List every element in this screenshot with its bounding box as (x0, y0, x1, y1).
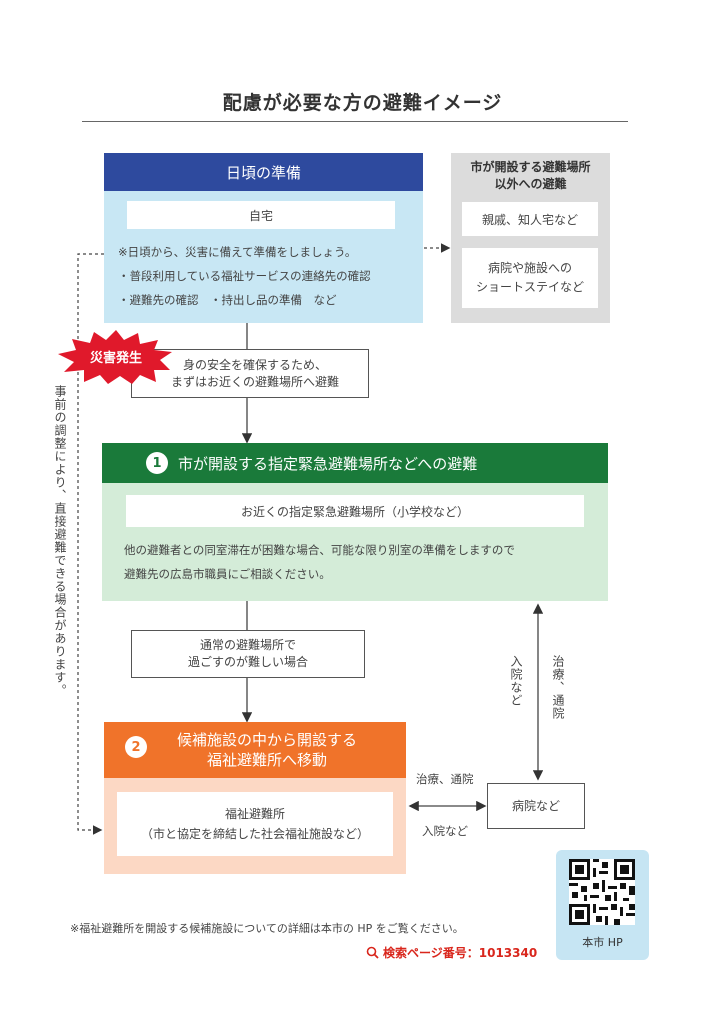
qr-code-icon (569, 859, 635, 925)
first-action-line1: 身の安全を確保するため、 (182, 357, 327, 372)
first-action-line2: まずはお近くの避難場所へ避難 (170, 374, 339, 389)
step2-header: 候補施設の中から開設する 福祉避難所へ移動 (104, 722, 406, 778)
search-page-number-text: 検索ページ番号：1013340 (383, 946, 538, 960)
condition-line2: 過ごすのが難しい場合 (187, 655, 309, 669)
welfare-shelter-box: 福祉避難所 （市と協定を締結した社会福祉施設など） (117, 792, 393, 856)
step2-header-line1: 候補施設の中から開設する (176, 731, 357, 749)
welfare-shelter-line1: 福祉避難所 (224, 807, 285, 821)
other-evacuation-title-line2: 以外への避難 (494, 177, 567, 191)
other-option-shortstay: 病院や施設への ショートステイなど (462, 248, 598, 308)
other-option-relatives: 親戚、知人宅など (462, 202, 598, 236)
search-page-number: 検索ページ番号：1013340 (366, 944, 537, 961)
footer-note: ※福祉避難所を開設する候補施設についての詳細は本市の HP をご覧ください。 (70, 922, 464, 935)
label-admission-horizontal: 入院など (422, 824, 468, 838)
other-evacuation-title: 市が開設する避難場所 以外への避難 (451, 159, 610, 193)
step2-number-badge: 2 (125, 736, 147, 758)
disaster-badge: 災害発生 (89, 351, 142, 366)
other-option-shortstay-line2: ショートステイなど (475, 280, 584, 294)
preparation-note-3: ・避難先の確認 ・持出し品の準備 など (118, 293, 337, 307)
disaster-badge-burst-icon (58, 330, 172, 384)
first-action-box: 身の安全を確保するため、 まずはお近くの避難場所へ避難 (131, 349, 369, 398)
condition-box: 通常の避難場所で 過ごすのが難しい場合 (131, 630, 365, 678)
preparation-header: 日頃の準備 (104, 153, 423, 191)
step1-header: 1 市が開設する指定緊急避難場所などへの避難 (102, 443, 608, 483)
step1-number-badge: 1 (146, 452, 168, 474)
label-treatment-horizontal: 治療、通院 (416, 772, 474, 786)
welfare-shelter-line2: （市と協定を締結した社会福祉施設など） (140, 827, 369, 841)
step1-header-text: 市が開設する指定緊急避難場所などへの避難 (178, 454, 478, 473)
dotted-side-path (77, 253, 104, 835)
label-admission-vertical: 入院など (509, 655, 523, 707)
label-treatment-vertical: 治療、通院 (551, 655, 565, 720)
home-box: 自宅 (127, 201, 395, 229)
qr-code[interactable] (569, 859, 635, 925)
step1-note-line2: 避難先の広島市職員にご相談ください。 (124, 567, 331, 581)
title-underline (82, 121, 628, 122)
condition-line1: 通常の避難場所で (199, 638, 296, 652)
preparation-note-1: ※日頃から、災害に備えて準備をしましょう。 (118, 245, 357, 259)
step1-place-box: お近くの指定緊急避難場所（小学校など） (126, 495, 584, 527)
page-title: 配慮が必要な方の避難イメージ (222, 92, 503, 114)
step1-note-line1: 他の避難者との同室滞在が困難な場合、可能な限り別室の準備をしますので (124, 543, 515, 557)
other-evacuation-title-line1: 市が開設する避難場所 (470, 160, 591, 174)
preparation-note-2: ・普段利用している福祉サービスの連絡先の確認 (118, 269, 371, 283)
step2-header-line2: 福祉避難所へ移動 (206, 751, 327, 769)
side-note-vertical: 事前の調整により、直接避難できる場合があります。 (53, 385, 67, 697)
hospital-box: 病院など (487, 783, 585, 829)
other-option-shortstay-line1: 病院や施設への (487, 261, 572, 275)
qr-label: 本市 HP (582, 936, 623, 949)
search-icon (366, 946, 379, 959)
